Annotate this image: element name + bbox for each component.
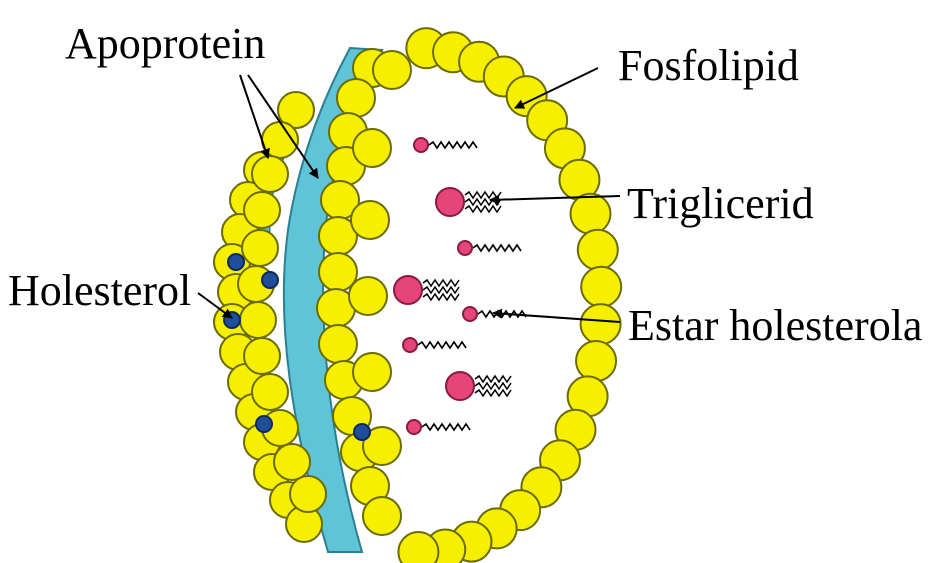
core-lipids-group <box>394 138 526 434</box>
triglyceride-head <box>446 372 474 400</box>
cholesterol-ester-tail <box>418 342 466 348</box>
cholesterol-ester-tail <box>422 424 470 430</box>
phospholipid-bead <box>244 338 280 374</box>
triglyceride-tail <box>465 206 501 212</box>
phospholipid-bead <box>290 476 326 512</box>
phospholipid-bead <box>240 302 276 338</box>
label-triglicerid: Triglicerid <box>627 179 814 228</box>
cholesterol-molecule <box>354 424 370 440</box>
triglyceride-tail <box>475 376 511 382</box>
phospholipid-bead <box>578 230 618 270</box>
triglyceride-head <box>394 276 422 304</box>
triglyceride-tail <box>423 287 459 293</box>
triglyceride-tail <box>475 390 511 396</box>
cholesterol-ester-head <box>403 338 417 352</box>
phospholipid-bead <box>252 156 288 192</box>
cholesterol-ester-head <box>407 420 421 434</box>
phospholipid-bead <box>576 341 616 381</box>
label-apoprotein: Apoprotein <box>65 19 265 68</box>
triglyceride-tail <box>475 383 511 389</box>
triglyceride-tail <box>423 294 459 300</box>
label-holesterol: Holesterol <box>8 266 191 315</box>
phospholipid-bead <box>398 532 438 563</box>
phospholipid-bead <box>373 51 411 89</box>
cholesterol-ester-head <box>463 307 477 321</box>
phospholipid-bead <box>353 353 391 391</box>
phospholipid-bead <box>274 444 310 480</box>
phospholipid-bead <box>242 230 278 266</box>
phospholipid-bead <box>363 497 401 535</box>
label-fosfolipid: Fosfolipid <box>618 41 799 90</box>
phospholipid-bead <box>349 277 387 315</box>
phospholipid-bead <box>244 192 280 228</box>
phospholipid-bead <box>353 129 391 167</box>
cholesterol-ester-head <box>414 138 428 152</box>
phospholipid-bead <box>337 79 375 117</box>
arrow-apoprotein-1 <box>240 75 268 158</box>
triglyceride-head <box>436 188 464 216</box>
phospholipid-bead <box>319 325 357 363</box>
phospholipid-bead <box>351 201 389 239</box>
triglyceride-tail <box>465 192 501 198</box>
cholesterol-molecule <box>228 254 244 270</box>
cholesterol-ester-tail <box>429 142 477 148</box>
cholesterol-molecule <box>262 272 278 288</box>
cholesterol-ester-head <box>458 241 472 255</box>
phospholipid-bead <box>570 194 610 234</box>
cholesterol-molecule <box>256 416 272 432</box>
cholesterol-ester-tail <box>473 245 521 251</box>
triglyceride-tail <box>423 280 459 286</box>
phospholipid-bead <box>581 267 621 307</box>
phospholipid-bead <box>581 304 621 344</box>
label-estar-holesterola: Estar holesterola <box>628 301 922 350</box>
phospholipid-bead <box>252 374 288 410</box>
